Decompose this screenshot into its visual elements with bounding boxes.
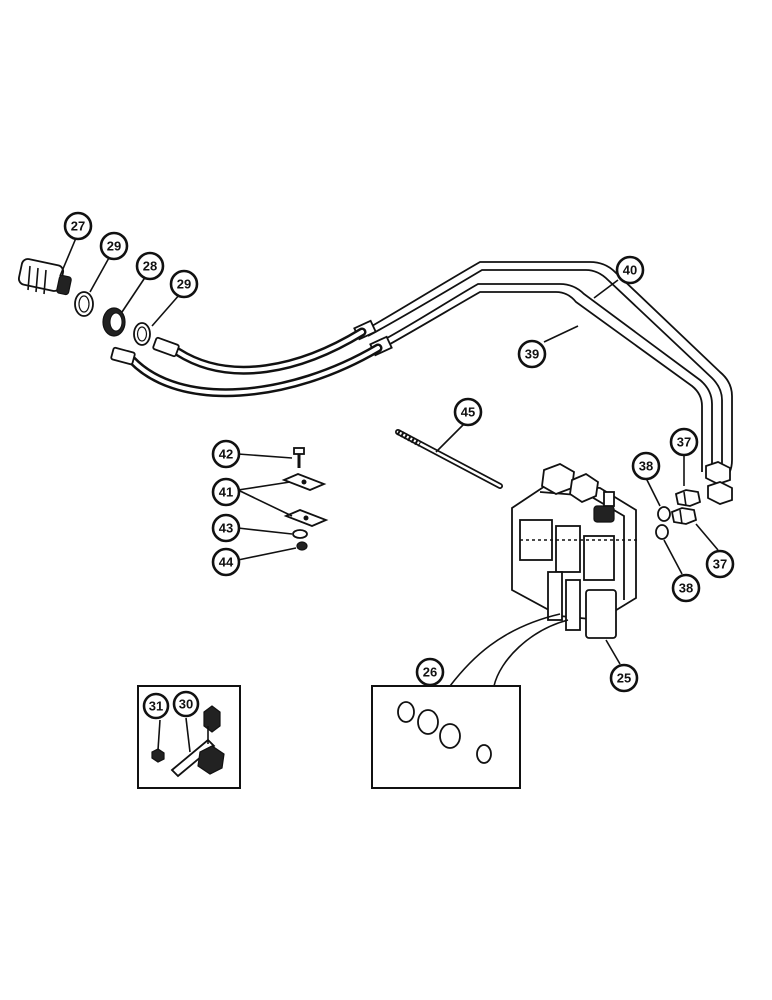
hydraulic-hoses	[110, 327, 383, 398]
svg-text:27: 27	[71, 219, 85, 234]
clamp-41-lower-hole	[303, 515, 309, 521]
svg-text:41: 41	[219, 485, 233, 500]
o-ring-38-upper	[657, 506, 671, 522]
callout-29-left: 29	[99, 231, 129, 261]
callout-37-upper: 37	[669, 427, 699, 457]
svg-text:26: 26	[423, 665, 437, 680]
callout-40: 40	[615, 255, 645, 285]
seal-ring-1	[397, 701, 415, 723]
tie-rod	[395, 429, 503, 489]
callout-37-lower: 37	[705, 549, 735, 579]
fitting-37-upper	[674, 489, 702, 507]
seal-ring-3	[439, 723, 461, 749]
callout-26: 26	[415, 657, 445, 687]
callout-44: 44	[211, 547, 241, 577]
lever-30	[170, 705, 225, 778]
callout-27: 27	[63, 211, 93, 241]
o-ring-29-right	[133, 322, 151, 346]
callout-38-upper: 38	[631, 451, 661, 481]
callout-43: 43	[211, 513, 241, 543]
o-ring-29-right-inner	[136, 326, 148, 342]
svg-text:25: 25	[617, 671, 631, 686]
o-ring-29-left	[74, 291, 94, 317]
callout-25: 25	[609, 663, 639, 693]
callout-45: 45	[453, 397, 483, 427]
washer-43	[292, 529, 308, 539]
svg-text:38: 38	[639, 459, 653, 474]
control-valve	[511, 463, 640, 639]
svg-text:42: 42	[219, 447, 233, 462]
o-ring-38-lower	[655, 524, 669, 540]
callout-28: 28	[135, 251, 165, 281]
backup-ring-28-inner	[109, 312, 123, 332]
seal-ring-4	[476, 744, 492, 764]
svg-text:43: 43	[219, 521, 233, 536]
clamp-41-upper-hole	[301, 479, 307, 485]
svg-text:29: 29	[107, 239, 121, 254]
svg-text:31: 31	[149, 699, 163, 714]
svg-text:28: 28	[143, 259, 157, 274]
quick-coupler	[17, 258, 72, 296]
svg-text:45: 45	[461, 405, 475, 420]
svg-text:37: 37	[713, 557, 727, 572]
svg-text:29: 29	[177, 277, 191, 292]
svg-text:44: 44	[219, 555, 234, 570]
callout-42: 42	[211, 439, 241, 469]
nut-44	[296, 541, 308, 551]
bolt-42	[293, 447, 305, 468]
callout-30: 30	[172, 690, 200, 718]
svg-text:30: 30	[179, 697, 193, 712]
callout-31: 31	[142, 692, 170, 720]
svg-text:37: 37	[677, 435, 691, 450]
o-ring-29-left-inner	[78, 295, 90, 313]
leader-lines	[59, 237, 719, 753]
fitting-37-lower	[670, 507, 698, 525]
svg-text:40: 40	[623, 263, 637, 278]
seal-ring-2	[417, 709, 439, 735]
callout-39: 39	[517, 339, 547, 369]
svg-text:39: 39	[525, 347, 539, 362]
callout-29-right: 29	[169, 269, 199, 299]
svg-text:38: 38	[679, 581, 693, 596]
steel-tube-lines	[353, 261, 733, 505]
callout-38-lower: 38	[671, 573, 701, 603]
callout-41: 41	[211, 477, 241, 507]
